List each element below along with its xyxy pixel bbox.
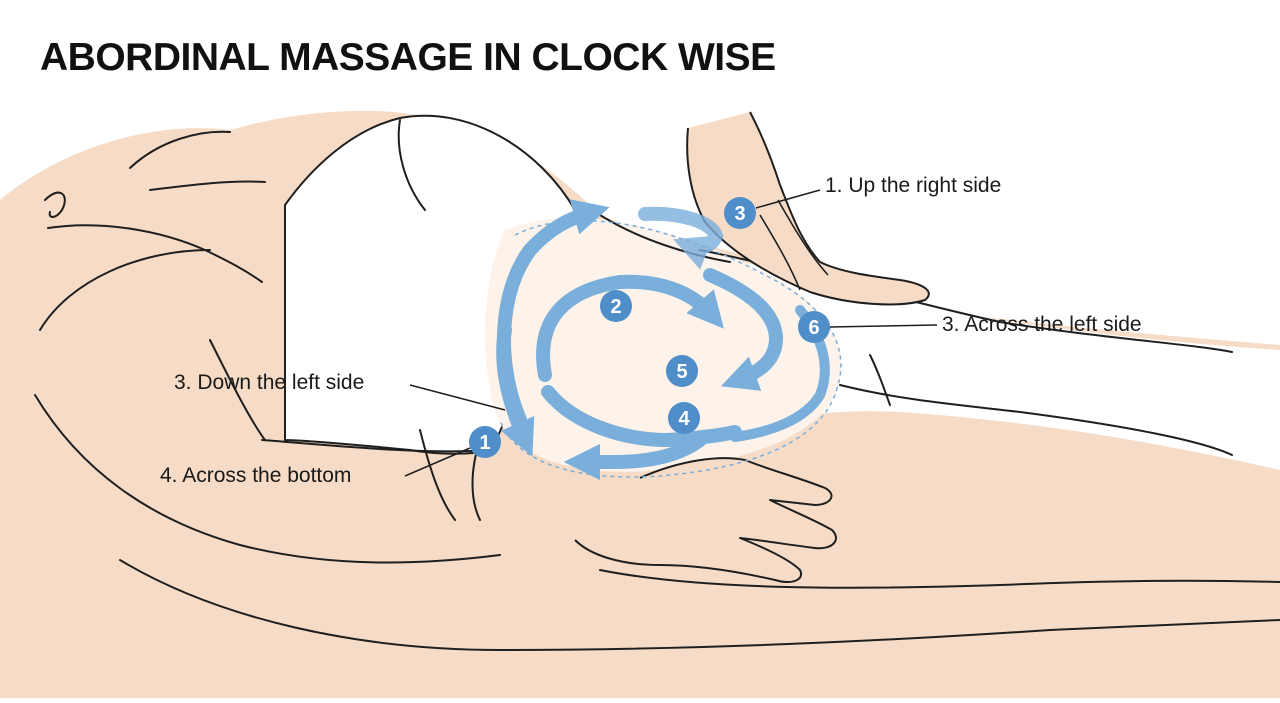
arrow-inner-top: [536, 274, 724, 382]
label-across-left-side: 3. Across the left side: [942, 313, 1142, 336]
page-title: ABORDINAL MASSAGE IN CLOCK WISE: [40, 36, 776, 79]
arrow-bottom: [563, 433, 707, 481]
lower-hand: [574, 457, 837, 583]
step-number: 1: [479, 432, 490, 454]
step-number: 2: [610, 296, 621, 318]
step-badge-2: 2: [600, 290, 632, 322]
arrow-middle: [541, 385, 742, 448]
arrow-inner-loop: [703, 268, 784, 391]
arrow-down-left: [496, 323, 535, 457]
arrow-top: [638, 206, 724, 270]
step-badge-3: 3: [724, 197, 756, 229]
step-badge-4: 4: [668, 402, 700, 434]
step-number: 6: [808, 317, 819, 339]
step-number: 5: [676, 361, 687, 383]
callout-lines: [404, 189, 938, 477]
step-badge-6: 6: [798, 311, 830, 343]
towel: [700, 255, 1280, 470]
label-up-right-side: 1. Up the right side: [825, 174, 1002, 197]
upper-hand-finger-line: [759, 214, 801, 291]
step-number: 4: [678, 408, 690, 430]
step-badge-1: 1: [469, 426, 501, 458]
label-across-bottom: 4. Across the bottom: [160, 464, 352, 487]
abdomen-dashed-outline: [499, 219, 842, 478]
upper-hand-finger-line: [777, 199, 829, 276]
step-number: 3: [734, 203, 745, 225]
body-figure: [0, 110, 1280, 698]
step-badge-5: 5: [666, 355, 698, 387]
massage-arrows: [496, 199, 830, 481]
label-down-left-side: 3. Down the left side: [174, 371, 365, 394]
